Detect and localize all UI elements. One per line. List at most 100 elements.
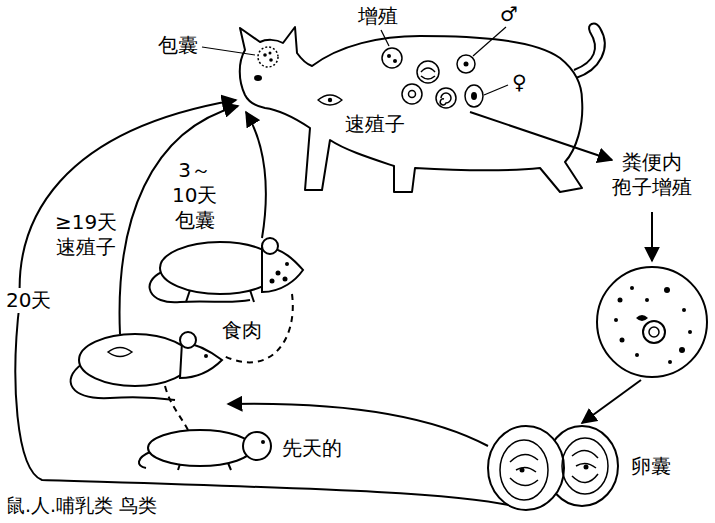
- rat-figure: [71, 332, 222, 400]
- newborn-rat-figure: [139, 430, 271, 470]
- cell: [417, 61, 439, 83]
- arrow-to-feces: [470, 112, 612, 160]
- arrow-3-10-days: [246, 112, 266, 238]
- granule: [668, 360, 672, 364]
- node-caption: 粪便内 孢子增殖: [612, 150, 692, 200]
- label-anchor: 食肉: [222, 318, 262, 343]
- rat-leg: [178, 464, 180, 470]
- granule: [682, 308, 686, 312]
- period-label: ≥19天 速殖子: [55, 210, 117, 260]
- rat-leg: [250, 290, 254, 302]
- rat-body: [148, 430, 252, 466]
- label-anchor: 20天: [4, 288, 53, 313]
- sporozoite: [510, 454, 538, 462]
- cyst-dot: [263, 53, 267, 57]
- oocyst-nucleus: [649, 327, 659, 337]
- sporocyst: [500, 440, 548, 500]
- cyst-dot: [270, 279, 275, 284]
- female-symbol: ♀: [512, 70, 527, 95]
- rat-ear: [180, 332, 196, 348]
- cycle-arrow: [582, 380, 641, 423]
- label-anchor: ♀: [512, 70, 527, 95]
- sporozoite: [510, 478, 538, 486]
- route-label: 先天的: [282, 436, 342, 461]
- cell-dot: [393, 59, 397, 63]
- congenital-dashed-line: [165, 386, 188, 430]
- oocyst-nucleus: [643, 321, 665, 343]
- granule: [620, 338, 625, 343]
- cell-dot: [387, 54, 391, 58]
- label-anchor: ♂: [500, 2, 518, 27]
- leader-line: [484, 85, 508, 95]
- sporozoite: [572, 474, 598, 483]
- cyst-dot: [269, 52, 272, 55]
- sporozoite: [516, 467, 536, 472]
- cat-figure: [240, 24, 605, 192]
- intestinal-cells: [382, 48, 483, 108]
- leader-line: [381, 30, 389, 46]
- male-symbol: ♂: [500, 2, 518, 27]
- granule: [636, 315, 648, 321]
- cyst-dot: [283, 277, 288, 282]
- cyst-dot: [269, 58, 273, 62]
- label-anchor: 速殖子: [345, 112, 405, 137]
- rat-leg: [228, 463, 231, 470]
- tachyzoite-symbol: [318, 95, 342, 105]
- cat-eye: [254, 75, 262, 81]
- granule: [679, 347, 685, 353]
- cyst-dot: [276, 271, 281, 276]
- arrow-oocyst-to-rat: [228, 404, 488, 446]
- granule: [664, 287, 670, 293]
- leader-line: [473, 27, 506, 56]
- cell-merozoite: [421, 68, 435, 72]
- arrow-to-sporulation: [651, 212, 653, 261]
- rat-figure: [150, 238, 303, 302]
- proliferation-label: 增殖: [358, 4, 398, 29]
- leader-lines: [202, 27, 508, 95]
- sporocyst: [562, 438, 608, 494]
- label-anchor: 增殖: [358, 4, 398, 29]
- sporulating-oocyst: [597, 267, 707, 377]
- cell-dot: [464, 62, 469, 67]
- cyst-label: 包囊: [158, 33, 198, 58]
- oocyst-node: 卵囊: [486, 420, 686, 518]
- cell-spiral: [440, 93, 451, 105]
- rat-tail: [139, 452, 150, 468]
- oocyst-wall: [488, 426, 564, 510]
- arrow-20-days: [15, 100, 520, 508]
- residual-body: [520, 468, 525, 473]
- period-label: 20天: [4, 288, 53, 313]
- cell: [382, 48, 402, 68]
- label-anchor: ≥19天 速殖子: [55, 210, 117, 260]
- granule: [688, 330, 692, 334]
- cell: [436, 88, 456, 108]
- route-label: 食肉: [222, 318, 262, 343]
- tachyzoite-nucleus: [328, 98, 332, 102]
- label-anchor: 3～10天 包囊: [172, 158, 217, 233]
- arrow-19-days: [120, 106, 238, 334]
- cell: [457, 55, 475, 73]
- cat-body: [240, 27, 583, 192]
- rat-eye: [285, 262, 289, 266]
- rat-ear: [262, 238, 278, 254]
- rat-eye: [204, 354, 208, 358]
- sporulation-node: 粪便内 孢子增殖: [592, 150, 712, 382]
- granule: [618, 298, 623, 303]
- cell-merozoite: [421, 76, 435, 79]
- rat-head: [243, 432, 271, 460]
- cat-tail: [574, 24, 605, 78]
- cell: [402, 84, 422, 104]
- leader-line: [202, 47, 255, 55]
- residual-body: [584, 465, 589, 470]
- node-caption: 卵囊: [631, 454, 671, 479]
- granule: [645, 298, 649, 302]
- tachyzoite-symbol: [108, 348, 132, 357]
- rat-body: [79, 334, 191, 386]
- label-anchor: 先天的: [282, 436, 342, 461]
- granule: [630, 286, 634, 290]
- brain-cyst: [258, 47, 278, 67]
- label-anchor: 包囊: [158, 33, 198, 58]
- host-label: 鼠.人.哺乳类 鸟类: [6, 494, 157, 518]
- cell-dot: [409, 91, 416, 98]
